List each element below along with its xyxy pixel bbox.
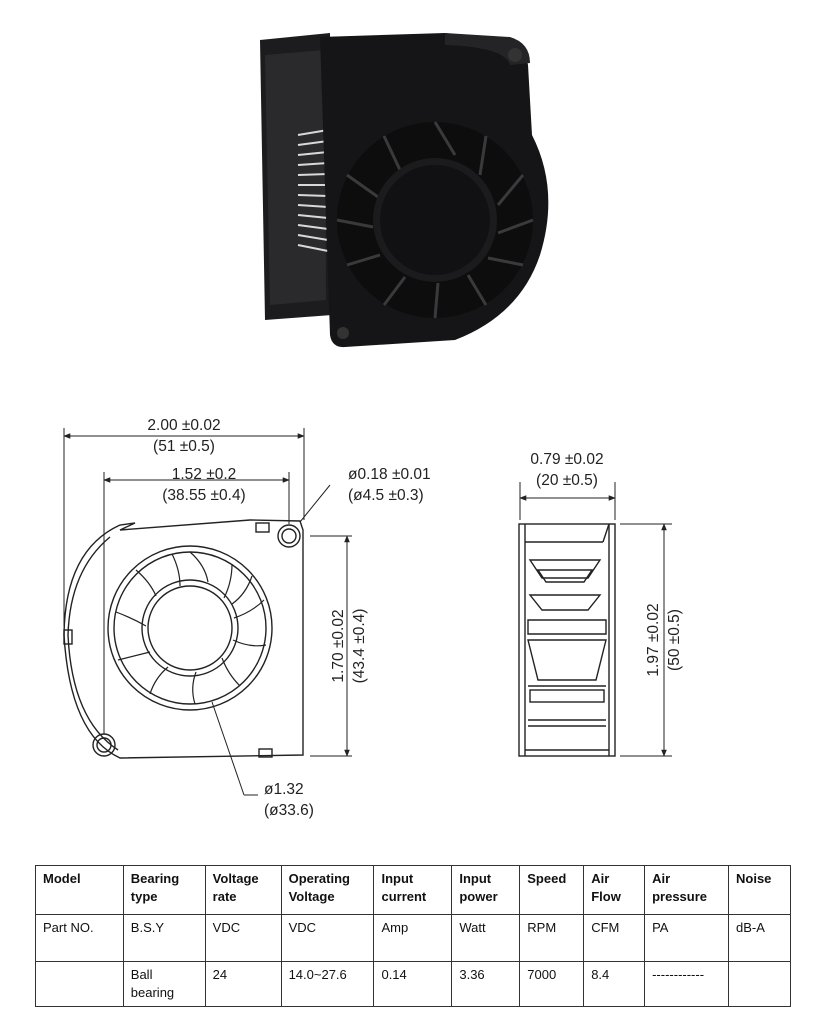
side-height-mm: (50 ±0.5): [666, 609, 683, 671]
table-cell: B.S.Y: [122, 914, 206, 962]
impeller-diameter-mm: (ø33.6): [264, 802, 314, 819]
side-height-in: 1.97 ±0.02: [645, 603, 662, 676]
overall-width-in: 2.00 ±0.02: [147, 417, 220, 434]
table-cell: [728, 961, 791, 1007]
overall-width-mm: (51 ±0.5): [153, 438, 215, 455]
front-height-in: 1.70 ±0.02: [330, 609, 347, 682]
header-speed: Speed: [519, 865, 585, 915]
side-depth-in: 0.79 ±0.02: [530, 451, 603, 468]
table-cell: Part NO.: [35, 914, 124, 962]
table-cell: VDC: [204, 914, 282, 962]
table-cell: CFM: [583, 914, 646, 962]
table-cell: [35, 961, 124, 1007]
side-depth-mm: (20 ±0.5): [536, 472, 598, 489]
table-cell: VDC: [280, 914, 375, 962]
header-noise: Noise: [728, 865, 791, 915]
front-height-mm: (43.4 ±0.4): [351, 609, 368, 684]
table-cell: 8.4: [583, 961, 646, 1007]
data-row: Ball bearing 24 14.0~27.6 0.14 3.36 7000…: [35, 961, 791, 1007]
table-cell: Amp: [373, 914, 453, 962]
units-row: Part NO. B.S.Y VDC VDC Amp Watt RPM CFM …: [35, 914, 791, 962]
table-cell: 0.14: [373, 961, 453, 1007]
impeller-diameter-in: ø1.32: [264, 781, 304, 798]
table-cell: 14.0~27.6: [280, 961, 375, 1007]
blower-fan-photo: [260, 33, 549, 348]
hole-diameter-mm: (ø4.5 ±0.3): [348, 487, 424, 504]
table-cell: RPM: [519, 914, 585, 962]
hole-diameter-in: ø0.18 ±0.01: [348, 466, 431, 483]
table-cell: PA: [644, 914, 729, 962]
hole-spacing-in: 1.52 ±0.2: [172, 466, 237, 483]
hole-spacing-mm: (38.55 ±0.4): [162, 487, 245, 504]
front-view: [63, 519, 304, 759]
table-cell: Watt: [451, 914, 521, 962]
table-cell: ------------: [644, 961, 729, 1007]
table-cell: 3.36: [451, 961, 521, 1007]
dimension-drawings: 2.00 ±0.02 (51 ±0.5) 1.52 ±0.2 (38.55 ±0…: [63, 417, 683, 819]
table-cell: 7000: [519, 961, 585, 1007]
header-model: Model: [35, 865, 124, 915]
table-cell: 24: [204, 961, 282, 1007]
table-cell: Ball bearing: [122, 961, 206, 1007]
table-cell: dB-A: [728, 914, 791, 962]
side-view: [518, 523, 616, 757]
